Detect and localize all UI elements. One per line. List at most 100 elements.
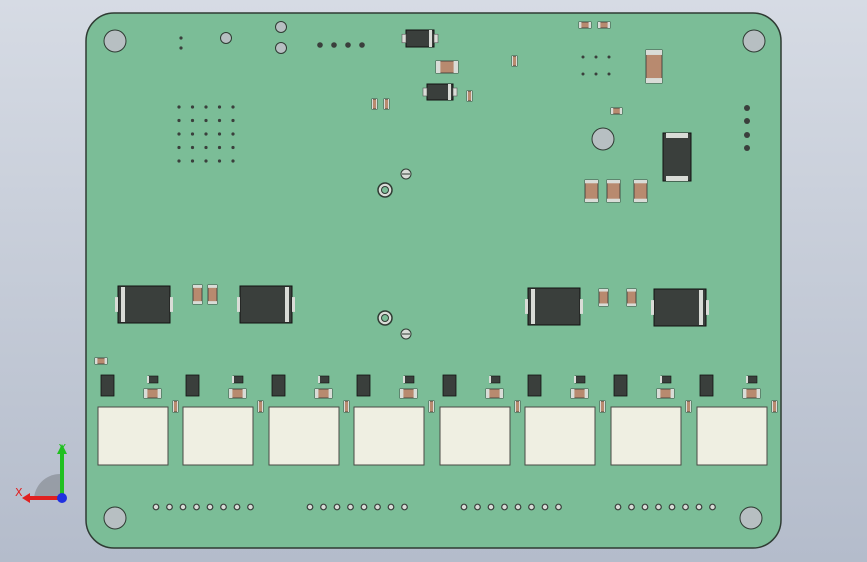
power-diode-pad — [170, 297, 173, 312]
via-hole — [220, 32, 232, 44]
smd-resistor-end — [384, 99, 385, 109]
terminal-pin — [306, 503, 314, 511]
power-diode-pad — [237, 297, 240, 312]
smd-diode-pad — [422, 87, 428, 97]
pin-dot — [177, 118, 181, 123]
terminal-pin — [487, 503, 495, 511]
pin-dot — [231, 132, 235, 136]
pin-dot — [204, 159, 208, 163]
relay-resistor-small-end — [600, 401, 601, 412]
smd-cap-end — [193, 285, 202, 288]
pin-dot — [231, 159, 235, 163]
pin-dot — [179, 36, 183, 40]
smd-cap-end — [634, 180, 647, 184]
relay-resistor-end — [571, 389, 575, 398]
terminal-pin — [528, 503, 535, 511]
y-axis-label: Y — [59, 442, 66, 455]
power-diode-pad — [525, 299, 528, 314]
header-pin — [331, 42, 337, 48]
via-hole — [591, 127, 615, 151]
pin-dot — [594, 55, 598, 59]
pin-dot — [177, 159, 181, 163]
relay-driver-transistor — [356, 374, 371, 397]
terminal-pin — [374, 503, 381, 511]
tantalum-cap-end — [646, 50, 662, 55]
terminal-pin — [695, 503, 703, 511]
terminal-pin — [320, 503, 327, 511]
large-inductor-pad — [666, 176, 688, 181]
terminal-pin — [233, 503, 241, 511]
status-led-pad — [147, 376, 149, 383]
smd-diode-pad — [401, 33, 407, 44]
pin-dot — [581, 55, 585, 59]
ring-via-center — [381, 186, 389, 194]
power-diode — [239, 285, 293, 324]
power-diode — [653, 288, 707, 327]
relay-resistor-end — [743, 389, 747, 398]
smd-resistor-end — [598, 22, 601, 28]
terminal-pin — [474, 503, 481, 511]
pin-dot — [177, 105, 181, 109]
terminal-pin — [641, 503, 649, 511]
terminal-pin — [655, 503, 662, 511]
terminal-pin — [166, 503, 173, 511]
pin-dot — [204, 145, 208, 150]
status-led — [746, 375, 758, 384]
relay-driver-transistor — [271, 374, 286, 397]
pin-dot — [190, 118, 195, 123]
terminal-pin — [333, 503, 341, 511]
status-led-pad — [318, 376, 320, 383]
tantalum-cap-end — [646, 78, 662, 83]
smd-diode-pad — [433, 33, 439, 44]
mounting-hole — [103, 506, 127, 530]
smd-cap-end — [599, 303, 608, 306]
terminal-pin — [541, 503, 549, 511]
relay-resistor-small-end — [519, 401, 520, 412]
terminal-pin — [347, 503, 354, 511]
power-diode — [527, 287, 581, 326]
x-axis-label: X — [15, 486, 23, 499]
pin-dot — [190, 145, 195, 150]
smd-resistor-end — [436, 61, 441, 73]
smd-diode-band — [448, 84, 451, 100]
pin-dot — [581, 72, 585, 76]
smd-diode-pad — [452, 87, 458, 97]
relay-resistor-small-end — [173, 401, 174, 412]
smd-resistor-end — [607, 22, 610, 28]
smd-resistor-end — [388, 99, 389, 109]
terminal-pin — [179, 503, 187, 511]
ring-via-center — [381, 314, 389, 322]
status-led — [318, 375, 330, 384]
relay-8 — [696, 406, 768, 466]
status-led-pad — [403, 376, 405, 383]
relay-4 — [353, 406, 425, 466]
pin-dot — [217, 105, 222, 109]
pin-dot — [217, 132, 222, 136]
relay-resistor-end — [657, 389, 661, 398]
smd-resistor-end — [372, 99, 373, 109]
relay-resistor-small-end — [515, 401, 516, 412]
relay-resistor-end — [670, 389, 674, 398]
terminal-pin — [206, 503, 214, 511]
smd-resistor-end — [611, 108, 614, 114]
relay-resistor-small-end — [429, 401, 430, 412]
relay-resistor-small-end — [686, 401, 687, 412]
status-led-pad — [574, 376, 576, 383]
power-diode — [117, 285, 171, 324]
relay-resistor-small-end — [344, 401, 345, 412]
relay-resistor-small-end — [262, 401, 263, 412]
relay-resistor-small-end — [177, 401, 178, 412]
relay-resistor-end — [400, 389, 404, 398]
relay-resistor-end — [242, 389, 246, 398]
terminal-pin — [682, 503, 689, 511]
relay-resistor-end — [413, 389, 417, 398]
relay-resistor-small-end — [433, 401, 434, 412]
via-hole — [275, 42, 287, 54]
header-pin — [744, 145, 750, 151]
status-led-pad — [660, 376, 662, 383]
power-diode-pad — [651, 300, 654, 315]
terminal-pin — [220, 503, 227, 511]
smd-cap-end — [599, 289, 608, 292]
